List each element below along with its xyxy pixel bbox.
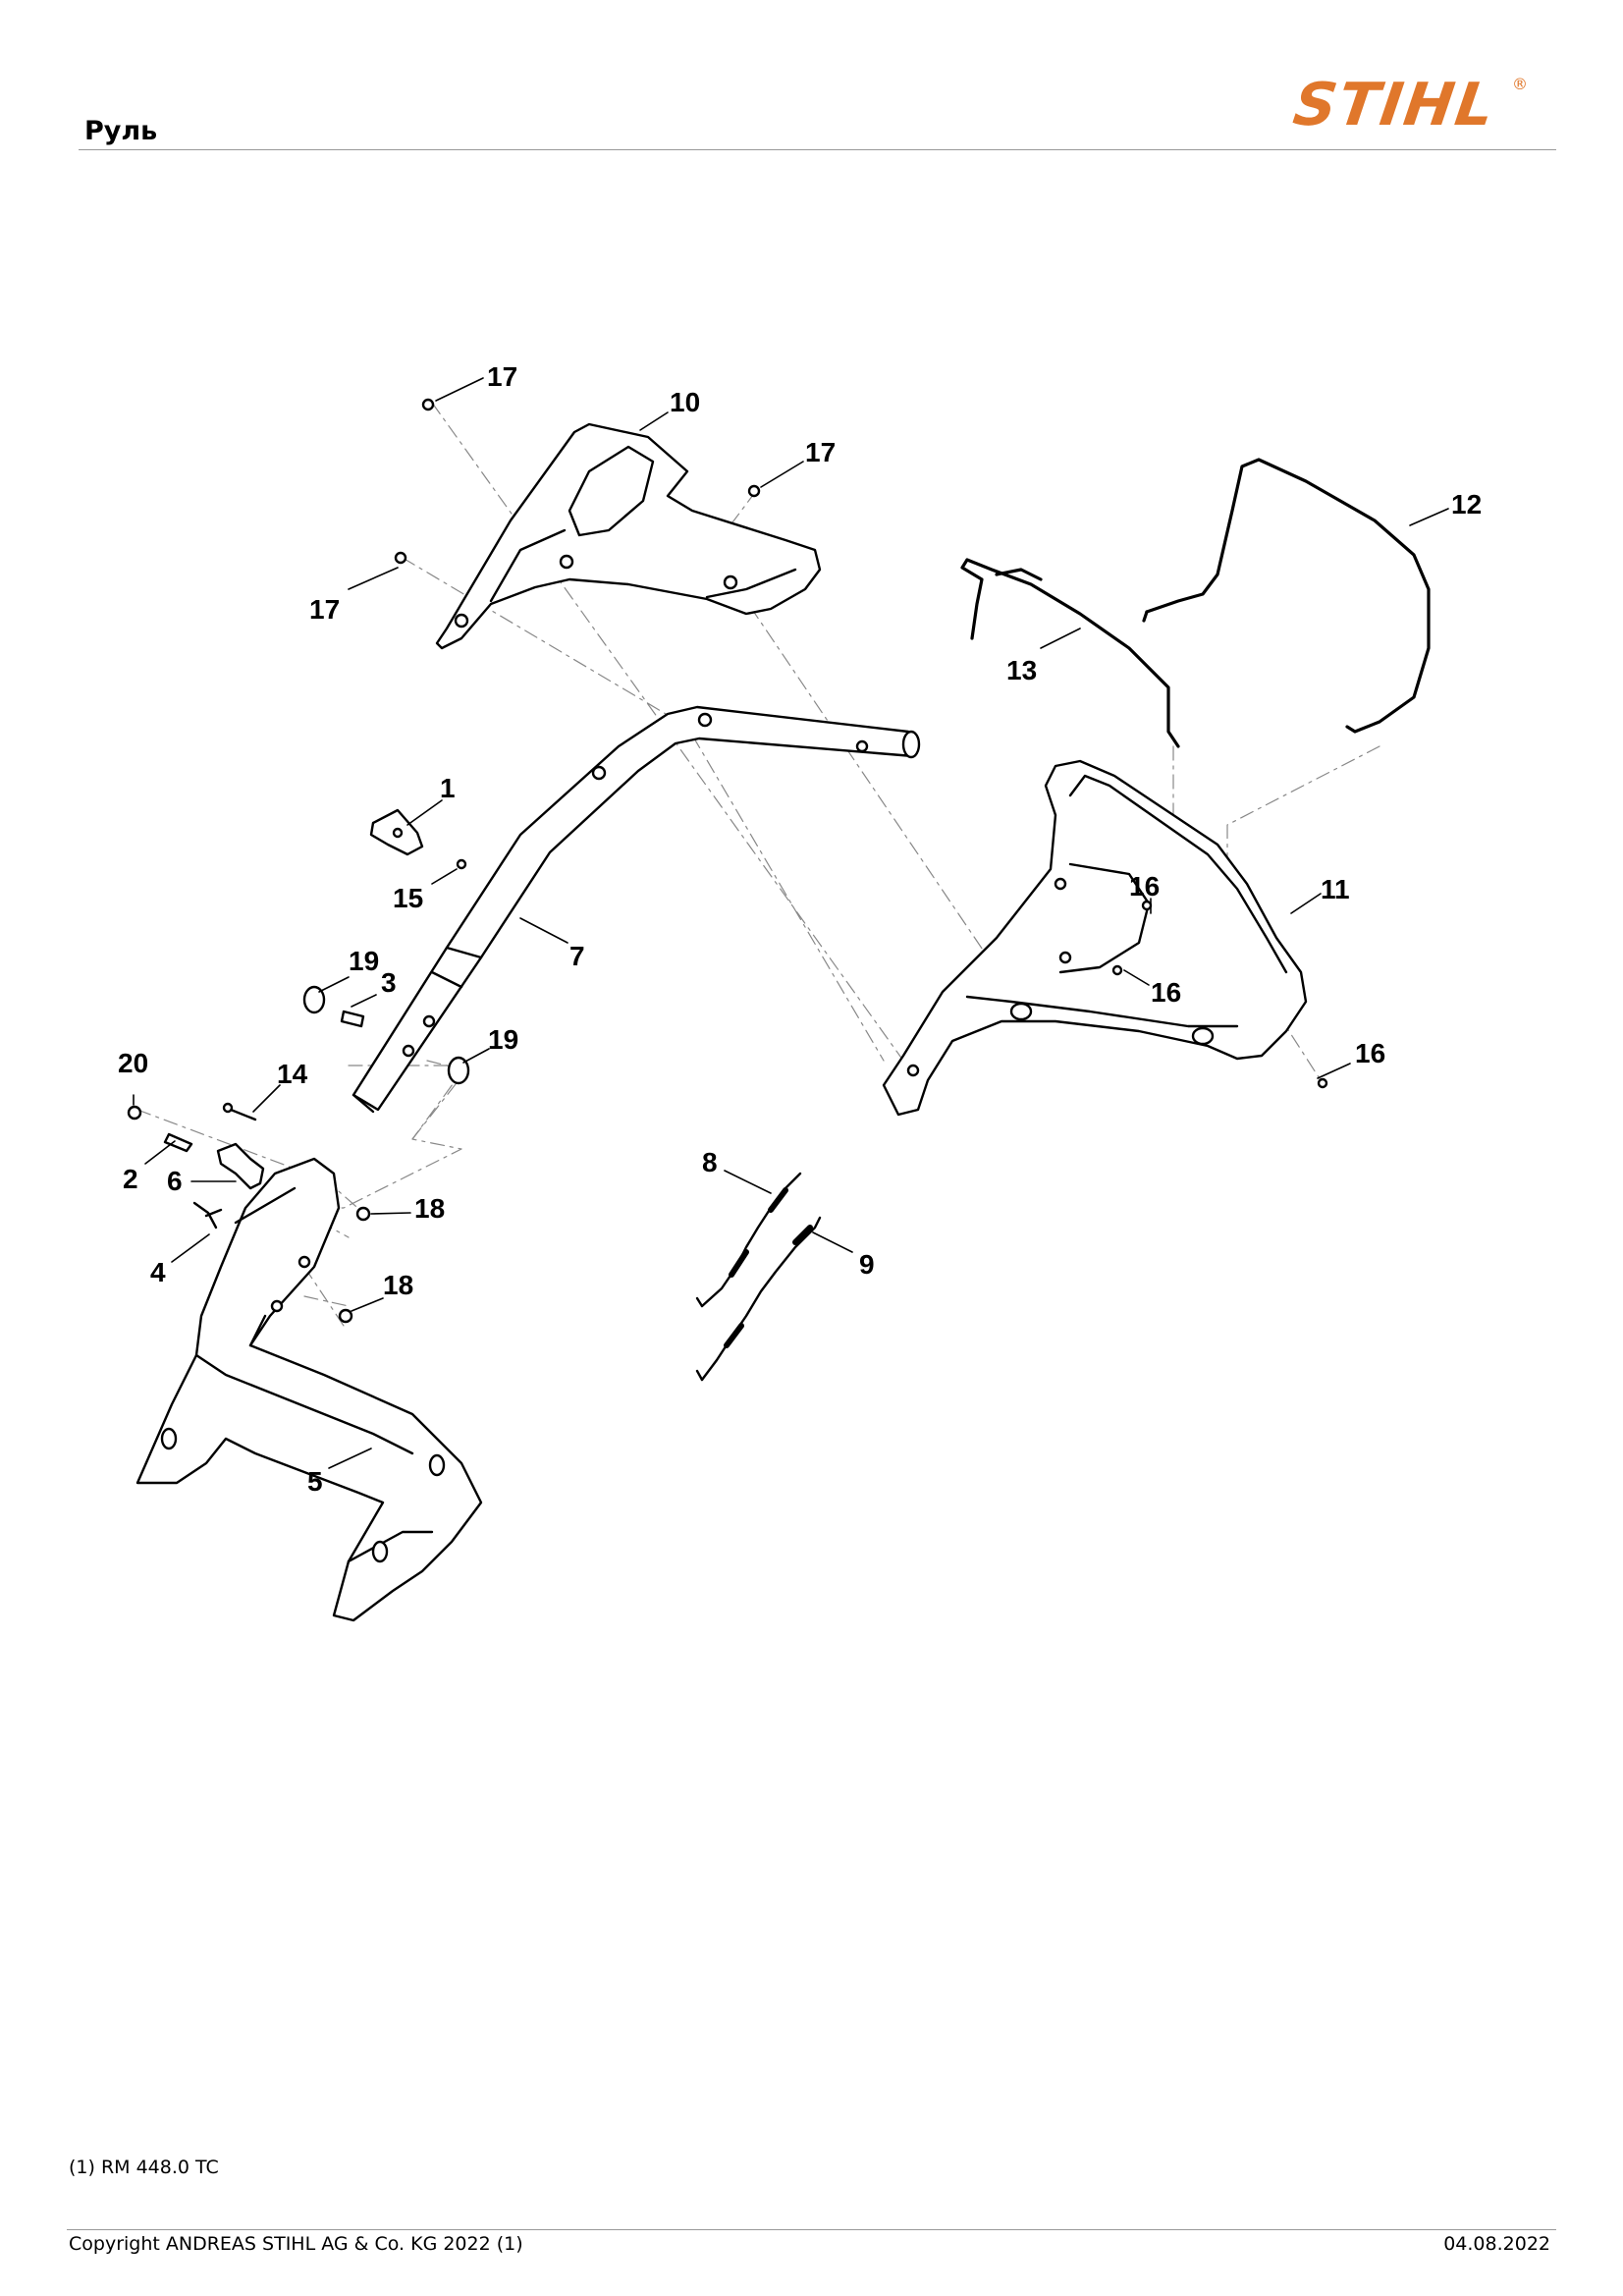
part-17-screws [394,398,761,565]
part-9-cable [695,1216,822,1382]
part-19-washers [302,985,470,1085]
part-18-nuts [338,1206,371,1324]
part-13-actuating-wire [960,558,1180,748]
part-6-lever [216,1142,265,1190]
callout-4: 4 [150,1257,166,1287]
part-7-handlebar-tube [352,705,921,1114]
callout-13: 13 [1006,655,1037,685]
callout-17: 17 [805,437,836,467]
callout-10: 10 [670,387,700,417]
callout-20: 20 [118,1048,148,1078]
callout-8: 8 [702,1147,718,1177]
part-20-nut [127,1105,142,1121]
callout-9: 9 [859,1249,875,1280]
part-11-lower-frame [882,759,1308,1117]
header-divider [79,149,1556,150]
part-12-bail-wire [1142,458,1431,734]
page-title: Руль [84,116,158,146]
callout-3: 3 [381,967,397,998]
part-2-bushing [163,1132,193,1153]
stihl-logo: STIHL ® [1276,69,1534,139]
callout-17: 17 [309,594,340,625]
callout-16: 16 [1151,977,1181,1008]
registered-mark: ® [1512,75,1528,93]
callout-6: 6 [167,1166,183,1196]
document-date: 04.08.2022 [1443,2233,1550,2255]
part-14-bolt [222,1102,257,1121]
part-15-screw [456,858,467,870]
callout-18: 18 [414,1193,445,1224]
part-4-spring [192,1201,223,1230]
callout-5: 5 [307,1466,323,1497]
callout-16: 16 [1355,1038,1385,1068]
part-1-clip [369,808,424,856]
part-5-lower-handle [135,1157,483,1622]
callout-labels: 17 10 17 12 17 13 1 15 16 11 7 16 19 3 1… [118,361,1482,1497]
callout-leaders [133,377,1449,1469]
callout-19: 19 [488,1024,518,1055]
callout-17: 17 [487,361,517,392]
callout-2: 2 [123,1164,138,1194]
callout-11: 11 [1321,874,1350,904]
callout-16: 16 [1129,871,1160,902]
part-3-pin [340,1010,365,1028]
callout-14: 14 [277,1059,308,1089]
part-16-screws [1111,900,1328,1089]
footer-divider [67,2229,1556,2230]
callout-7: 7 [569,941,585,971]
callout-1: 1 [440,773,456,803]
copyright-text: Copyright ANDREAS STIHL AG & Co. KG 2022… [69,2233,523,2255]
callout-18: 18 [383,1270,413,1300]
callout-19: 19 [349,946,379,976]
footnote: (1) RM 448.0 TC [69,2157,219,2178]
callout-12: 12 [1451,489,1482,519]
part-10-upper-cover [435,422,822,650]
callout-15: 15 [393,883,423,913]
part-8-cable [695,1172,802,1308]
